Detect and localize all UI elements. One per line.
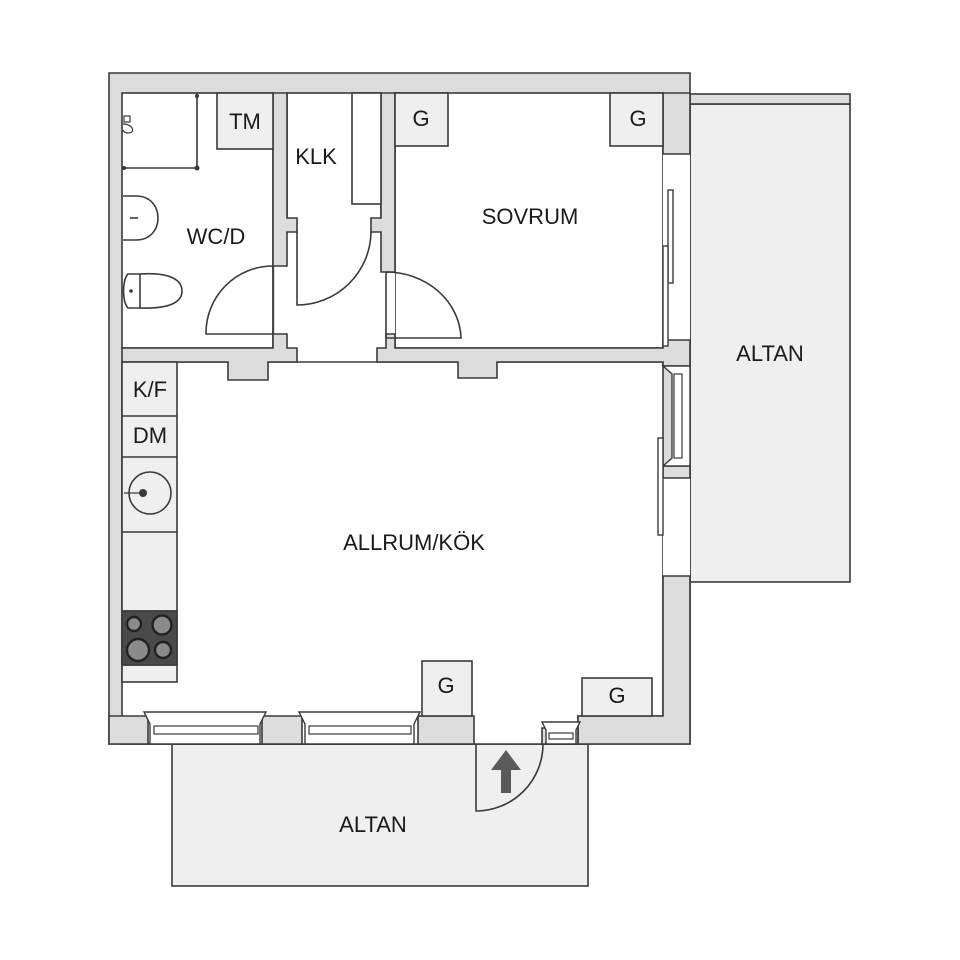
room-label-altan-east: ALTAN — [736, 341, 804, 366]
fixture-g-allrum-left — [421, 660, 473, 717]
shower — [122, 93, 200, 171]
room-label-allrum: ALLRUM/KÖK — [343, 530, 485, 555]
doors — [205, 231, 544, 812]
room-label-altan-south: ALTAN — [339, 812, 407, 837]
dm-label: DM — [133, 423, 167, 448]
balcony-east — [689, 93, 851, 583]
g-sovrum-right-label: G — [629, 106, 646, 131]
interior-walls — [108, 92, 691, 745]
room-label-klk: KLK — [295, 144, 337, 169]
fixture-g-sovrum-right — [609, 92, 664, 147]
g-allrum-right-label: G — [608, 683, 625, 708]
windows — [142, 189, 691, 745]
stove-icon — [121, 610, 178, 666]
fixture-g-sovrum-left — [394, 92, 449, 147]
room-floors — [121, 92, 690, 745]
tm-label: TM — [229, 109, 261, 134]
kitchen-sink-icon — [124, 471, 172, 515]
g-allrum-left-label: G — [437, 673, 454, 698]
toilet-icon — [122, 272, 183, 309]
fixture-g-allrum-right — [581, 677, 653, 717]
room-label-sovrum: SOVRUM — [482, 204, 579, 229]
g-sovrum-left-label: G — [412, 106, 429, 131]
room-label-wc: WC/D — [187, 224, 246, 249]
klk-closet — [351, 92, 382, 205]
kf-label: K/F — [133, 377, 167, 402]
entrance-arrow-icon — [491, 750, 521, 793]
wc-sink-icon — [123, 195, 159, 241]
shower-head-icon — [122, 115, 134, 134]
fixture-tm — [216, 92, 274, 150]
